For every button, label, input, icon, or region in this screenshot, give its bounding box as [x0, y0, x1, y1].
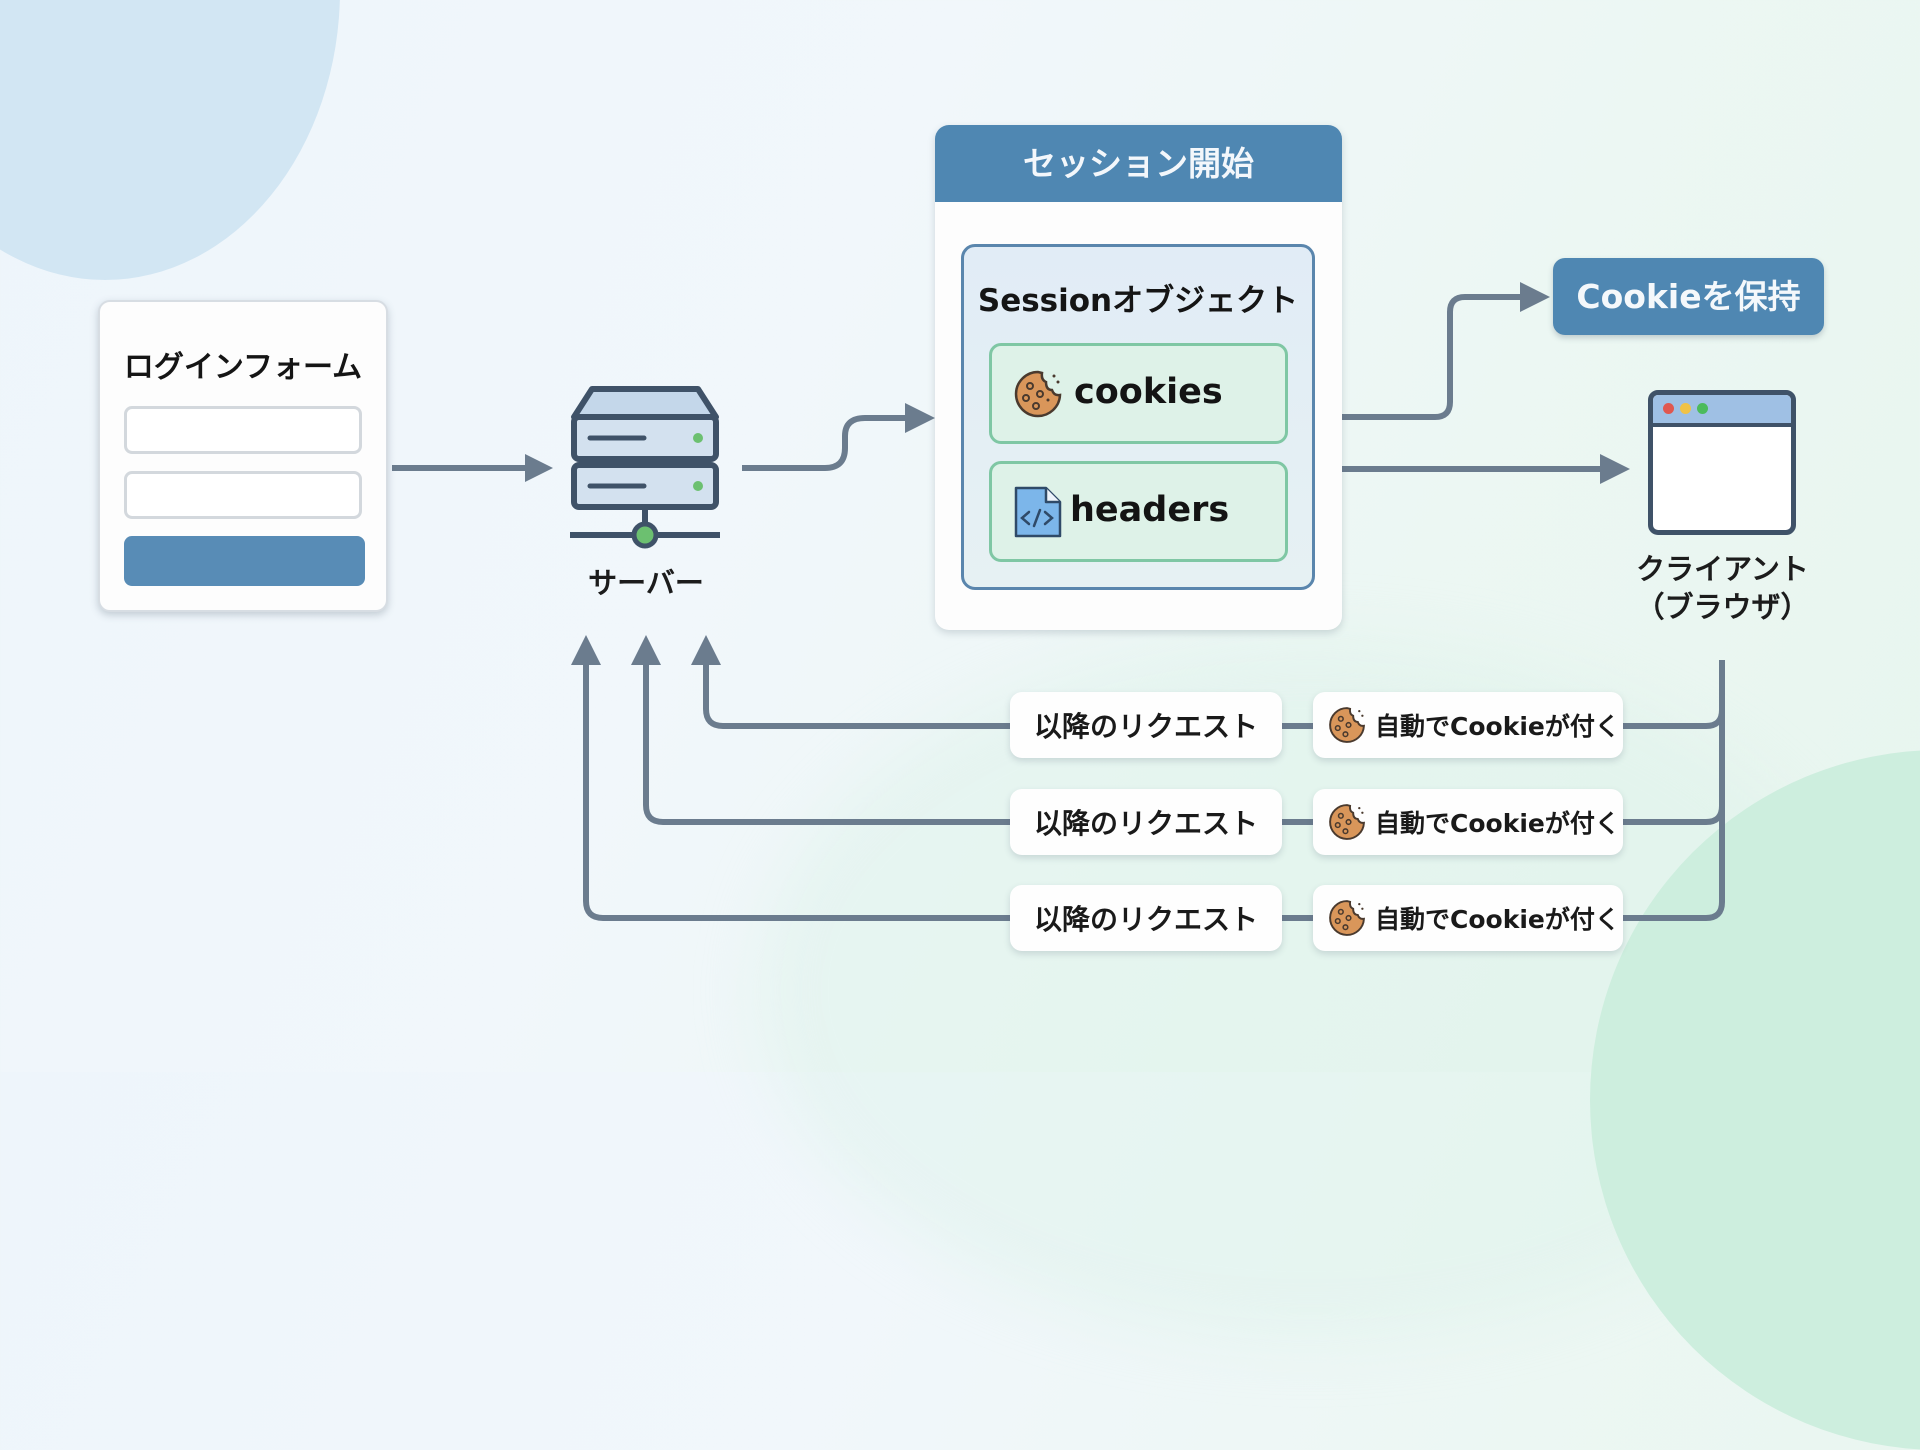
arrowhead-session: [905, 403, 935, 433]
request-pill: 以降のリクエスト: [1010, 885, 1282, 951]
arrowhead-server: [525, 454, 553, 482]
headers-label: headers: [1070, 490, 1230, 530]
login-form-title: ログインフォーム: [123, 350, 363, 385]
arrow-server-to-session: [742, 415, 905, 471]
window-maximize-dot: [1697, 403, 1708, 414]
login-input-1[interactable]: [124, 406, 362, 454]
arrow-session-to-cookie-keep: [1315, 294, 1520, 420]
arrowhead-client: [1600, 454, 1630, 484]
auto-cookie-pill: 自動でCookieが付く: [1313, 789, 1623, 855]
return-arrow-3: [583, 665, 1010, 921]
cookie-keep-box: Cookieを保持: [1553, 258, 1824, 335]
cookie-icon: [1329, 900, 1365, 936]
server-icon: [570, 386, 720, 549]
request-pill: 以降のリクエスト: [1010, 789, 1282, 855]
session-object-box: Sessionオブジェクト cookies headers: [961, 244, 1315, 590]
client-label: クライアント （ブラウザ）: [1600, 550, 1845, 626]
cookie-icon: [1014, 370, 1062, 418]
code-file-icon: [1014, 486, 1062, 538]
arrowhead-cookie-keep: [1520, 282, 1550, 312]
login-submit-button[interactable]: [124, 536, 365, 586]
session-field-cookies: cookies: [989, 343, 1288, 444]
request-pill: 以降のリクエスト: [1010, 692, 1282, 758]
cookie-icon: [1329, 707, 1365, 743]
window-minimize-dot: [1680, 403, 1691, 414]
return-arrow-2: [643, 665, 1010, 825]
auto-cookie-label: 自動でCookieが付く: [1375, 712, 1620, 741]
flow-arrows: [392, 282, 1725, 921]
browser-title-bar: [1653, 395, 1791, 427]
arrowhead-return-3: [571, 635, 601, 665]
return-arrow-1: [703, 665, 1010, 729]
auto-cookie-label: 自動でCookieが付く: [1375, 809, 1620, 838]
arrowhead-return-1: [691, 635, 721, 665]
cookie-icon: [1329, 804, 1365, 840]
cookies-label: cookies: [1074, 372, 1223, 412]
session-field-headers: headers: [989, 461, 1288, 562]
arrowhead-return-2: [631, 635, 661, 665]
session-start-panel: セッション開始 Sessionオブジェクト cookies headers: [935, 125, 1342, 630]
login-input-2[interactable]: [124, 471, 362, 519]
server-label: サーバー: [588, 566, 704, 600]
session-object-title: Sessionオブジェクト: [977, 283, 1299, 319]
login-form-card: ログインフォーム: [98, 300, 388, 612]
session-start-header: セッション開始: [935, 125, 1342, 202]
client-label-line2: （ブラウザ）: [1635, 590, 1810, 624]
auto-cookie-pill: 自動でCookieが付く: [1313, 885, 1623, 951]
auto-cookie-label: 自動でCookieが付く: [1375, 905, 1620, 934]
browser-window-icon: [1648, 390, 1796, 535]
client-label-line1: クライアント: [1636, 552, 1809, 586]
window-close-dot: [1663, 403, 1674, 414]
client-return-line: [1623, 660, 1725, 921]
auto-cookie-pill: 自動でCookieが付く: [1313, 692, 1623, 758]
